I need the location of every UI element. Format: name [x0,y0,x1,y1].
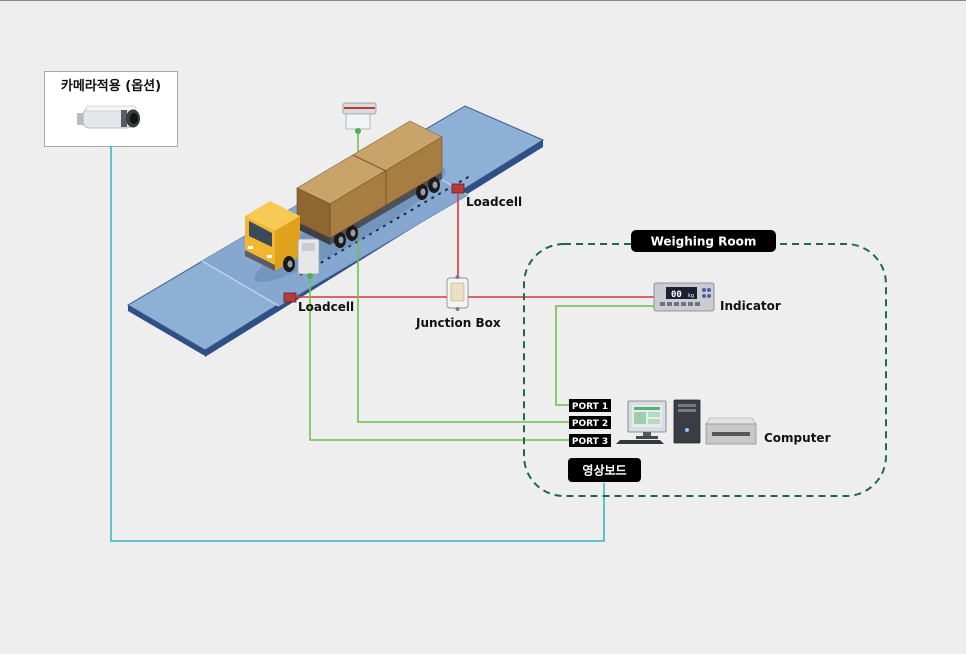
computer-icon [616,399,757,445]
indicator-display-value: 00 [671,290,682,300]
pc-tower-power [685,428,689,432]
cab-hub [287,260,293,268]
weighing-room-tag-bg [631,230,776,252]
monitor-base [636,436,658,439]
indicator-key-1 [660,302,665,306]
video-board-bg [568,458,641,482]
camera-cable [110,146,605,542]
device-body [345,113,371,130]
indicator-display-unit: kg [688,293,694,299]
port-2-bg [569,416,611,429]
cab-headlight-left [248,246,253,249]
pc-tower-bay-1 [678,404,696,407]
indicator-key-2 [667,302,672,306]
camera-mount [77,113,84,125]
trailer-hub-3 [420,188,426,196]
camera-hood [85,105,137,112]
monitor-screen-bar-2 [634,412,646,424]
indicator-key-4 [681,302,686,306]
trailer-hub-2 [350,229,356,237]
card-reader-icon [297,238,320,279]
port-1-label: PORT 1 [572,402,608,412]
pc-tower-bay-2 [678,409,696,412]
camera-lens-glass [130,113,138,124]
camera-band [121,110,127,127]
signal-cable-port3 [309,278,569,441]
loadcell-right [451,183,465,194]
port-2-label: PORT 2 [572,419,608,429]
weighing-room-border [523,243,887,497]
indicator-label: Indicator [720,299,781,313]
computer-label: Computer [764,431,831,445]
loadcell-label-right: Loadcell [466,195,522,209]
monitor-screen-bar-1 [634,407,660,410]
cargo-divider [352,154,387,205]
junction-box-panel [450,282,465,302]
indicator-key-6 [695,302,700,306]
loadcell-left [283,292,297,303]
loadcell-label-left: Loadcell [298,300,354,314]
trailer-bed [330,172,442,245]
indicator-button-c [702,294,706,298]
signal-cable-port1 [555,305,655,406]
port-1-bg [569,399,611,412]
printer-slot [712,432,750,436]
port-2-tag: PORT 2 [569,416,611,429]
junction-box-gland-top [455,275,460,279]
cargo-end [296,187,331,239]
cab-headlight-right [267,255,272,258]
device-stripe [344,107,375,109]
port-3-label: PORT 3 [572,437,608,447]
trailer-hub-4 [432,181,438,189]
signal-cable-port2 [357,134,569,423]
port-3-bg [569,434,611,447]
cab-windshield [249,221,272,247]
traffic-light-icon [342,102,377,134]
trailer-hub-1 [338,236,344,244]
printer-top [705,417,757,425]
platform-joint-left [201,260,280,307]
junction-box-gland-bottom [455,307,460,311]
weighing-room-label: Weighing Room [651,235,757,249]
indicator-key-5 [688,302,693,306]
weighing-room-tag: Weighing Room [631,230,776,252]
cab-top [245,201,300,231]
monitor-stand [643,432,651,436]
video-board-label: 영상보드 [582,463,626,478]
camera-label: 카메라적용 (옵션) [61,78,161,94]
indicator-key-3 [674,302,679,306]
device-green-light [355,128,361,134]
port-3-tag: PORT 3 [569,434,611,447]
trailer-bed-end [297,222,330,245]
junction-box-icon [446,275,469,311]
platform-rail [299,175,471,276]
monitor-screen-bar-3 [648,412,660,417]
port-1-tag: PORT 1 [569,399,611,412]
monitor-screen-bar-4 [648,419,660,424]
indicator-button-b [707,288,711,292]
kiosk-screen [302,243,315,251]
indicator-display [666,287,697,299]
cctv-camera-icon [77,105,140,129]
keyboard [616,440,664,444]
platform-end-skirt [128,305,205,356]
cab-bumper [245,250,275,271]
indicator-button-a [702,288,706,292]
indicator-button-d [707,294,711,298]
cab-side [275,216,300,271]
camera-box: 카메라적용 (옵션) [44,71,178,147]
weighing-indicator-icon: 00 kg [653,282,715,312]
video-board-tag: 영상보드 [568,458,641,482]
junction-box-label: Junction Box [415,316,501,330]
kiosk-green-light [307,273,313,279]
